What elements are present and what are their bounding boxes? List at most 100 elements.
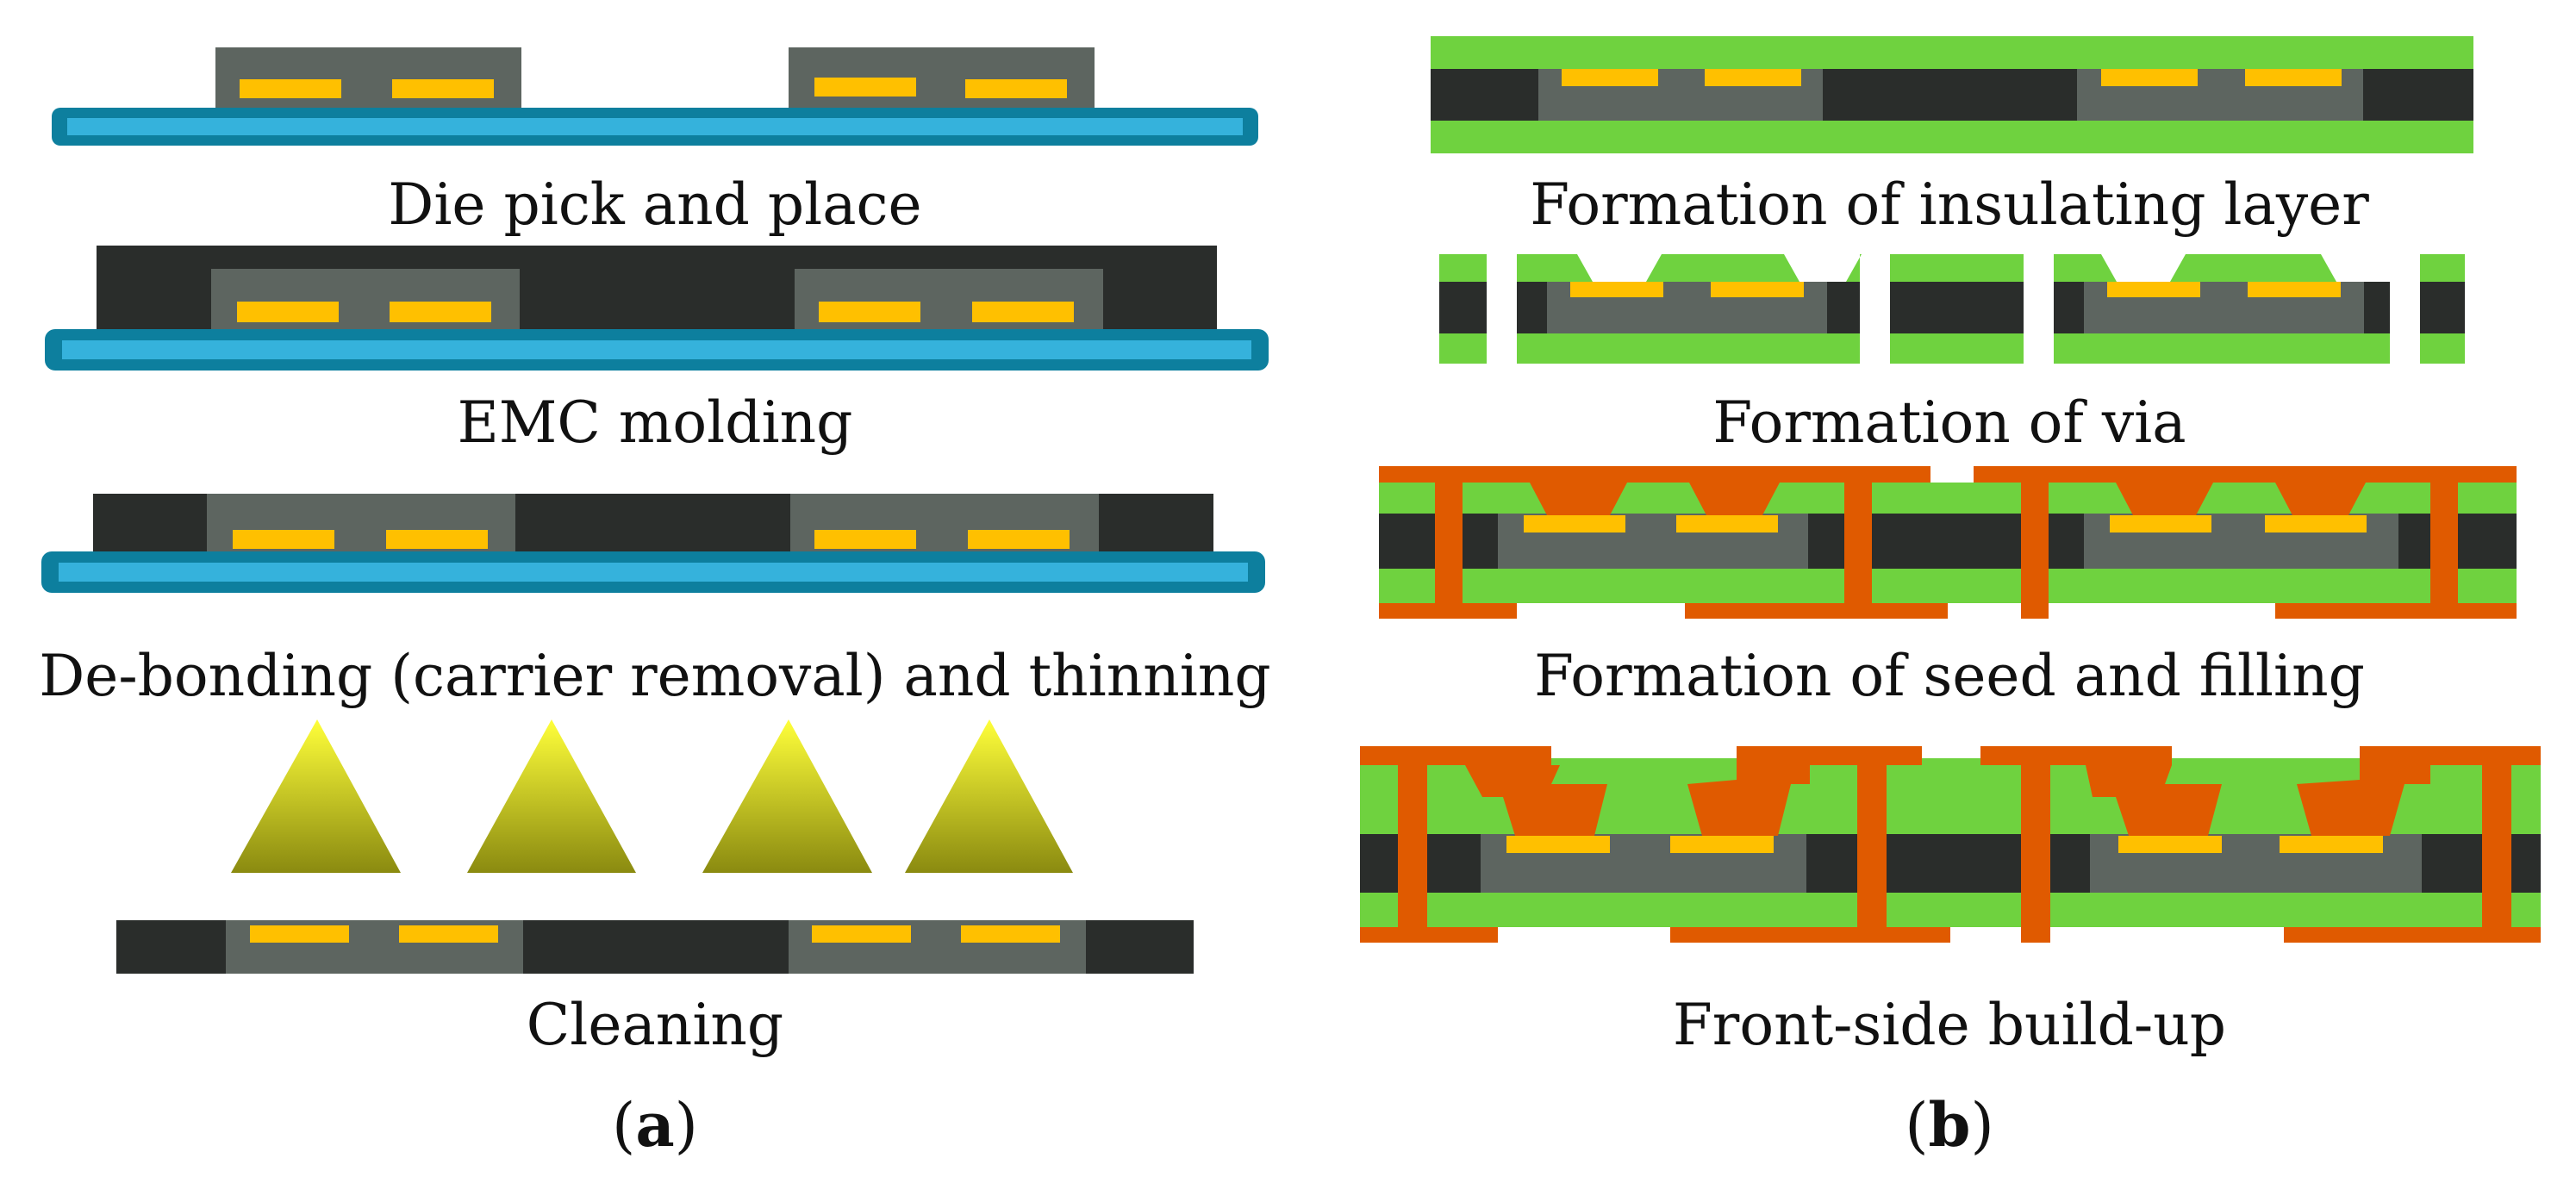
die-pad xyxy=(386,530,488,549)
die-pad xyxy=(819,302,920,322)
copper-stacked-via xyxy=(1687,765,1810,836)
copper-top-trace xyxy=(1974,466,2517,483)
insulating-layer xyxy=(2054,333,2390,364)
copper-via-fill xyxy=(1689,483,1780,515)
copper-top-trace xyxy=(1379,466,1930,483)
insulating-layer xyxy=(1890,254,2024,282)
die-pad xyxy=(2107,282,2200,297)
copper-top-trace xyxy=(2360,746,2541,765)
insulating-layer-top xyxy=(1431,36,2473,69)
die-pad xyxy=(812,925,911,943)
caption-debonding-and-thinning: De-bonding (carrier removal) and thinnin… xyxy=(39,643,1270,709)
plasma-cleaning-icon xyxy=(905,719,1073,873)
die-pad xyxy=(399,925,498,943)
carrier-wafer-core xyxy=(62,340,1251,359)
copper-stacked-via xyxy=(2086,765,2222,836)
die-pad xyxy=(2280,836,2383,853)
copper-via-fill xyxy=(2275,483,2366,515)
copper-through-via xyxy=(2021,758,2050,943)
copper-bottom-trace xyxy=(1379,603,1517,619)
die-pad xyxy=(1524,515,1625,532)
caption-insulating-layer: Formation of insulating layer xyxy=(1530,171,2369,238)
carrier-wafer-core xyxy=(59,563,1248,582)
die-pad xyxy=(250,925,349,943)
die-pad xyxy=(2245,69,2342,86)
die-pad xyxy=(1705,69,1801,86)
caption-seed-and-filling: Formation of seed and filling xyxy=(1534,643,2365,709)
step-formation-of-via: Formation of via xyxy=(1439,254,2465,456)
insulating-layer xyxy=(1439,333,1487,364)
copper-top-trace xyxy=(1980,746,2172,765)
die-pad xyxy=(237,302,339,322)
copper-through-via xyxy=(2021,483,2049,619)
step-die-pick-and-place: Die pick and place xyxy=(52,47,1258,238)
step-seed-and-filling: Formation of seed and filling xyxy=(1379,466,2517,709)
copper-bottom-trace xyxy=(1670,927,1950,943)
insulating-layer-with-vias xyxy=(2054,254,2390,282)
die-pad xyxy=(972,302,1074,322)
die-pad xyxy=(2101,69,2198,86)
copper-bottom-trace xyxy=(1685,603,1948,619)
carrier-wafer-core xyxy=(67,118,1243,135)
die-pad xyxy=(965,79,1067,98)
die-pad xyxy=(1570,282,1663,297)
panel-label-a: (a) xyxy=(612,1089,698,1161)
caption-formation-of-via: Formation of via xyxy=(1712,389,2186,456)
die-pad xyxy=(1670,836,1774,853)
insulating-layer-bottom xyxy=(1360,893,2541,927)
die-pad xyxy=(961,925,1060,943)
die-pad xyxy=(968,530,1070,549)
copper-top-trace xyxy=(1737,746,1922,765)
copper-via-fill xyxy=(1530,483,1627,515)
plasma-cleaning-icon xyxy=(702,719,872,873)
copper-bottom-trace xyxy=(1360,927,1498,943)
die-pad xyxy=(1711,282,1804,297)
die-pad xyxy=(1562,69,1658,86)
copper-through-via xyxy=(2430,483,2458,619)
die-pad xyxy=(1676,515,1778,532)
die-pad xyxy=(2248,282,2341,297)
die-pad xyxy=(390,302,491,322)
die-pad xyxy=(2118,836,2222,853)
emc-mold xyxy=(2420,282,2465,333)
insulating-layer xyxy=(2420,254,2465,282)
caption-front-side-build-up: Front-side build-up xyxy=(1673,992,2226,1058)
copper-bottom-trace xyxy=(2284,927,2541,943)
caption-die-pick-and-place: Die pick and place xyxy=(388,171,921,238)
copper-top-trace xyxy=(1360,746,1551,765)
step-front-side-build-up: Front-side build-up xyxy=(1360,746,2541,1058)
panel-label-b: (b) xyxy=(1905,1089,1994,1161)
insulating-layer-bottom xyxy=(1431,121,2473,153)
plasma-cleaning-icon xyxy=(467,719,636,873)
copper-through-via xyxy=(1435,483,1463,619)
die-pad xyxy=(1506,836,1610,853)
insulating-layer xyxy=(1517,333,1860,364)
caption-cleaning: Cleaning xyxy=(527,992,783,1058)
step-emc-molding: EMC molding xyxy=(45,246,1269,456)
copper-bottom-trace xyxy=(2275,603,2517,619)
insulating-layer xyxy=(1890,333,2024,364)
emc-mold xyxy=(1439,282,1487,333)
copper-through-via xyxy=(2482,758,2511,943)
panel-a: Die pick and place EMC molding xyxy=(39,47,1271,1161)
copper-through-via xyxy=(1857,758,1887,943)
insulating-layer-bottom xyxy=(1379,569,2517,603)
die-pad xyxy=(814,530,916,549)
step-cleaning: Cleaning xyxy=(116,719,1194,1058)
step-insulating-layer: Formation of insulating layer xyxy=(1431,36,2473,238)
panel-b: Formation of insulating layer xyxy=(1360,36,2541,1161)
insulating-layer-top xyxy=(1360,819,2541,834)
die-pad xyxy=(240,79,341,98)
die-pad xyxy=(2265,515,2367,532)
die-pad xyxy=(392,79,494,98)
copper-stacked-via xyxy=(2297,765,2430,836)
copper-via-fill xyxy=(2116,483,2213,515)
insulating-layer xyxy=(2420,333,2465,364)
copper-stacked-via xyxy=(1465,765,1607,836)
die-pad xyxy=(2110,515,2211,532)
die-left xyxy=(215,47,521,108)
insulating-layer-with-vias xyxy=(1517,254,1862,282)
die-pad xyxy=(814,78,916,97)
emc-mold xyxy=(1890,282,2024,333)
step-debonding-and-thinning: De-bonding (carrier removal) and thinnin… xyxy=(39,494,1271,709)
